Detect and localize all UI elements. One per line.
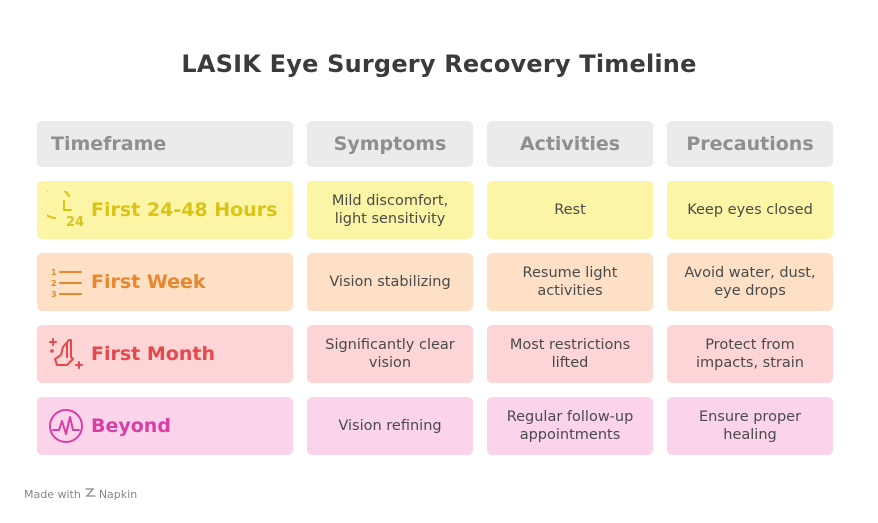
- symptoms-cell: Mild discomfort, light sensitivity: [307, 181, 473, 239]
- timeframe-label: First Month: [91, 343, 215, 365]
- symptoms-cell: Vision stabilizing: [307, 253, 473, 311]
- timeframe-cell: 1 2 3 First Week: [37, 253, 293, 311]
- precautions-cell: Protect from impacts, strain: [667, 325, 833, 383]
- header-activities: Activities: [487, 121, 653, 167]
- header-timeframe: Timeframe: [37, 121, 293, 167]
- precautions-cell: Avoid water, dust, eye drops: [667, 253, 833, 311]
- timeframe-label: First 24-48 Hours: [91, 199, 278, 221]
- symptoms-cell: Vision refining: [307, 397, 473, 455]
- symptoms-cell: Significantly clear vision: [307, 325, 473, 383]
- precautions-cell: Keep eyes closed: [667, 181, 833, 239]
- clock-24-icon: 24: [47, 191, 85, 229]
- activities-cell: Most restrictions lifted: [487, 325, 653, 383]
- heart-pulse-icon: [47, 407, 85, 445]
- svg-text:3: 3: [51, 290, 57, 299]
- timeframe-label: Beyond: [91, 415, 171, 437]
- footer-made-with: Made with: [24, 487, 81, 501]
- footer-attribution: Made with Napkin: [24, 487, 137, 501]
- timeframe-cell: 24 First 24-48 Hours: [37, 181, 293, 239]
- header-precautions: Precautions: [667, 121, 833, 167]
- svg-text:24: 24: [66, 215, 84, 229]
- timeframe-cell: Beyond: [37, 397, 293, 455]
- page-title: LASIK Eye Surgery Recovery Timeline: [181, 50, 697, 78]
- calendar-one-sparkle-icon: [47, 335, 85, 373]
- activities-cell: Rest: [487, 181, 653, 239]
- activities-cell: Regular follow-up appointments: [487, 397, 653, 455]
- timeframe-cell: First Month: [37, 325, 293, 383]
- timeframe-label: First Week: [91, 271, 206, 293]
- activities-cell: Resume light activities: [487, 253, 653, 311]
- svg-text:1: 1: [51, 268, 57, 277]
- numbered-list-icon: 1 2 3: [47, 263, 85, 301]
- precautions-cell: Ensure proper healing: [667, 397, 833, 455]
- svg-text:2: 2: [51, 279, 57, 288]
- header-symptoms: Symptoms: [307, 121, 473, 167]
- napkin-logo-icon: [85, 487, 96, 501]
- footer-brand: Napkin: [98, 487, 138, 501]
